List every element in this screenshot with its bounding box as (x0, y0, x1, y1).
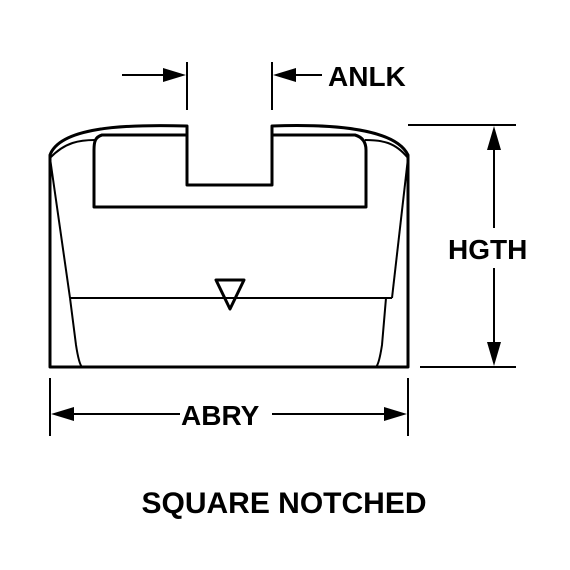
hgth-arrow-bottom (487, 342, 501, 366)
right-taper-line (391, 157, 409, 299)
hgth-arrow-top (487, 126, 501, 150)
left-taper-line (49, 157, 71, 299)
abry-arrow-left (51, 407, 74, 421)
abry-arrow-right (384, 407, 407, 421)
abry-label: ABRY (181, 400, 260, 431)
anlk-arrow-right-head (273, 68, 296, 82)
hgth-label: HGTH (448, 234, 527, 265)
right-shoulder-line (364, 139, 409, 159)
anlk-label: ANLK (328, 61, 406, 92)
anlk-arrow-left-head (163, 68, 186, 82)
right-lower-curve (375, 297, 387, 368)
triangle-marker-icon (214, 278, 246, 311)
left-shoulder-line (49, 139, 96, 159)
left-lower-curve (69, 297, 83, 368)
diagram-caption: SQUARE NOTCHED (141, 487, 426, 520)
inner-recess (92, 133, 368, 209)
body-outline (48, 124, 410, 369)
